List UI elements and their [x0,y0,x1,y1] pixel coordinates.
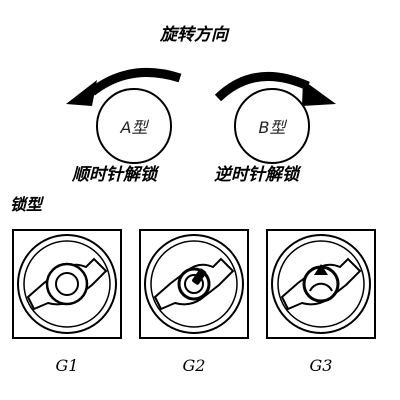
lock-g2-icon [144,234,244,334]
lock-g3 [266,229,376,339]
lock-g1-icon [17,234,117,334]
type-a-circle: A型 [96,88,172,164]
lock-g3-icon [271,234,371,334]
type-b-label: B型 [258,118,286,137]
type-b-circle: B型 [234,88,310,164]
type-a-caption: 顺时针解锁 [72,165,157,185]
type-a-label: A型 [120,118,148,137]
type-b-caption: 逆时针解锁 [214,165,299,185]
lock-g3-label: G3 [309,356,333,375]
lock-type-title: 锁型 [10,195,43,214]
lock-g1 [12,229,122,339]
lock-g2 [139,229,249,339]
lock-g2-label: G2 [182,356,206,375]
lock-g1-label: G1 [55,356,79,375]
rotation-direction-title: 旋转方向 [160,25,228,45]
